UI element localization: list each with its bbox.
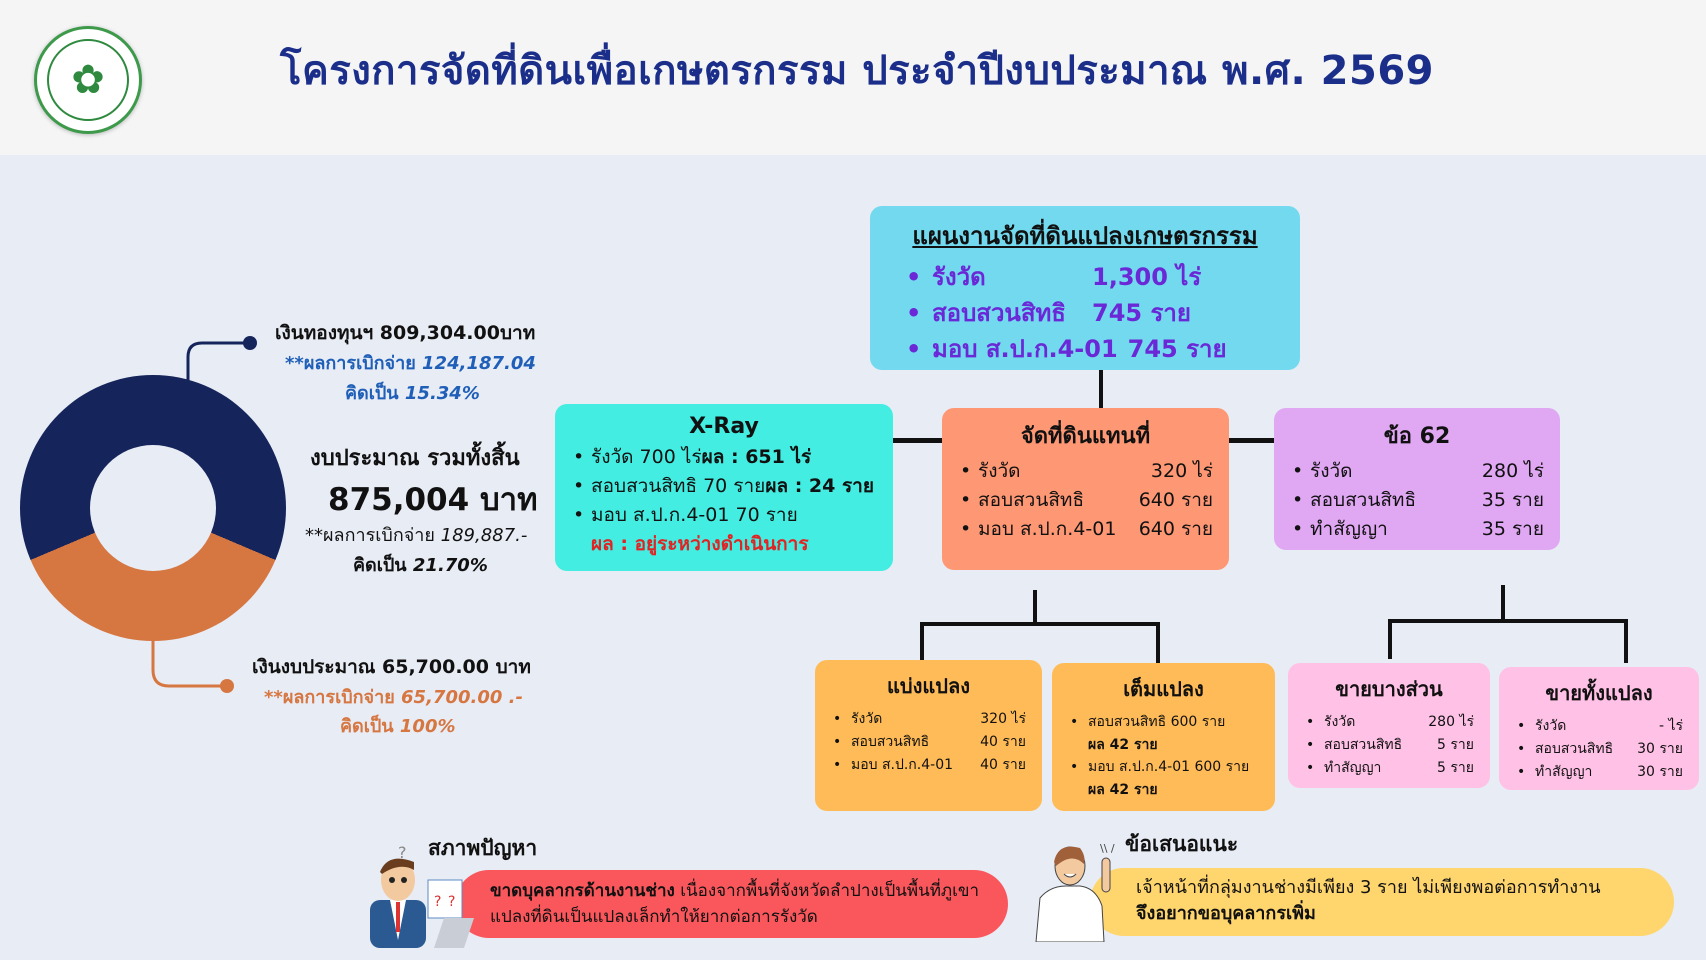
header: ✿ โครงการจัดที่ดินเพื่อเกษตรกรรม ประจำปี…	[0, 0, 1706, 155]
art62-title: ข้อ 62	[1383, 424, 1451, 449]
gov-leader-line	[151, 638, 234, 693]
whole-item: รังวัด- ไร่	[1515, 715, 1683, 738]
xray-status: ผล : อยู่ระหว่างดำเนินการ	[591, 533, 809, 555]
donut-hole	[90, 445, 216, 571]
seal-emblem-icon: ✿	[47, 39, 129, 121]
problem-bar: ขาดบุคลากรด้านงานช่าง เนื่องจากพื้นที่จั…	[455, 870, 1008, 938]
full-title: เต็มแปลง	[1123, 677, 1204, 701]
connector-line	[893, 438, 942, 443]
full-item-result: ผล 42 ราย	[1088, 782, 1158, 798]
gov-budget-label: เงินงบประมาณ 65,700.00 บาท	[252, 656, 531, 678]
suggestion-text: เจ้าหน้าที่กลุ่มงานช่างมีเพียง 3 ราย ไม่…	[1136, 877, 1601, 898]
xray-item: รังวัด 700 ไร่ ผล : 651 ไร่	[571, 443, 877, 472]
full-plot-box: เต็มแปลง สอบสวนสิทธิ 600 ราย ผล 42 ราย ม…	[1052, 663, 1275, 811]
full-item: สอบสวนสิทธิ 600 ราย	[1068, 711, 1259, 734]
full-item: มอบ ส.ป.ก.4-01 600 ราย	[1068, 756, 1259, 779]
suggestion-bold: จึงอยากขอบุคลากรเพิ่ม	[1136, 903, 1316, 924]
connector-line	[920, 622, 1160, 626]
plan-item: สอบสวนสิทธิ745 ราย	[886, 295, 1284, 331]
connector-line	[920, 622, 924, 660]
fund-leader-line	[186, 336, 257, 383]
whole-sale-box: ขายทั้งแปลง รังวัด- ไร่ สอบสวนสิทธิ30 รา…	[1499, 667, 1699, 790]
land-title: จัดที่ดินแทนที่	[1020, 424, 1151, 449]
partial-item: สอบสวนสิทธิ5 ราย	[1304, 734, 1474, 757]
suggestion-bar: เจ้าหน้าที่กลุ่มงานช่างมีเพียง 3 ราย ไม่…	[1090, 868, 1674, 936]
whole-item: สอบสวนสิทธิ30 ราย	[1515, 738, 1683, 761]
connector-line	[1033, 590, 1037, 625]
gov-disbursed: **ผลการเบิกจ่าย 65,700.00 .-	[264, 687, 523, 708]
connector-line	[1229, 438, 1274, 443]
connector-line	[1156, 622, 1160, 663]
plan-box: แผนงานจัดที่ดินแปลงเกษตรกรรม รังวัด1,300…	[870, 206, 1300, 370]
fund-disbursed: **ผลการเบิกจ่าย 124,187.04	[285, 353, 536, 374]
fund-percent: คิดเป็น 15.34%	[345, 383, 480, 404]
total-budget-value: 875,004 บาท	[328, 482, 538, 518]
connector-line	[1099, 370, 1103, 408]
full-item-result: ผล 42 ราย	[1088, 737, 1158, 753]
connector-line	[1624, 619, 1628, 663]
split-title: แบ่งแปลง	[887, 674, 970, 698]
xray-item: สอบสวนสิทธิ 70 ราย ผล : 24 ราย	[571, 472, 877, 501]
total-disbursed: **ผลการเบิกจ่าย 189,887.-	[305, 525, 528, 546]
svg-text:?: ?	[398, 843, 407, 862]
page-title: โครงการจัดที่ดินเพื่อเกษตรกรรม ประจำปีงบ…	[280, 48, 1434, 94]
logo-seal: ✿	[34, 26, 142, 134]
problem-title: สภาพปัญหา	[428, 836, 538, 860]
art62-item: สอบสวนสิทธิ35 ราย	[1290, 486, 1544, 515]
svg-text:\\ /: \\ /	[1100, 842, 1115, 855]
plan-title: แผนงานจัดที่ดินแปลงเกษตรกรรม	[912, 222, 1258, 250]
suggestion-title: ข้อเสนอแนะ	[1125, 832, 1239, 856]
confused-man-illustration-icon: ? ??	[370, 843, 474, 948]
whole-title: ขายทั้งแปลง	[1545, 681, 1653, 705]
plan-item: รังวัด1,300 ไร่	[886, 259, 1284, 295]
land-item: สอบสวนสิทธิ640 ราย	[958, 486, 1213, 515]
budget-donut-chart	[20, 375, 286, 641]
gov-percent: คิดเป็น 100%	[340, 716, 456, 737]
svg-text:?: ?	[448, 894, 455, 910]
split-item: สอบสวนสิทธิ40 ราย	[831, 731, 1026, 754]
total-percent: คิดเป็น 21.70%	[353, 555, 488, 576]
connector-line	[1388, 619, 1392, 659]
svg-text:?: ?	[434, 894, 441, 910]
pointing-man-illustration-icon: \\ /	[1035, 842, 1115, 942]
xray-box: X-Ray รังวัด 700 ไร่ ผล : 651 ไร่ สอบสวน…	[555, 404, 893, 571]
fund-label: เงินทองทุนฯ 809,304.00บาท	[275, 322, 536, 344]
connector-line	[1388, 619, 1628, 623]
partial-title: ขายบางส่วน	[1335, 677, 1443, 701]
xray-item: มอบ ส.ป.ก.4-01 70 ราย	[571, 501, 877, 530]
total-budget-label: งบประมาณ รวมทั้งสิ้น	[310, 446, 520, 471]
connector-line	[1501, 585, 1505, 622]
xray-title: X-Ray	[689, 414, 759, 439]
